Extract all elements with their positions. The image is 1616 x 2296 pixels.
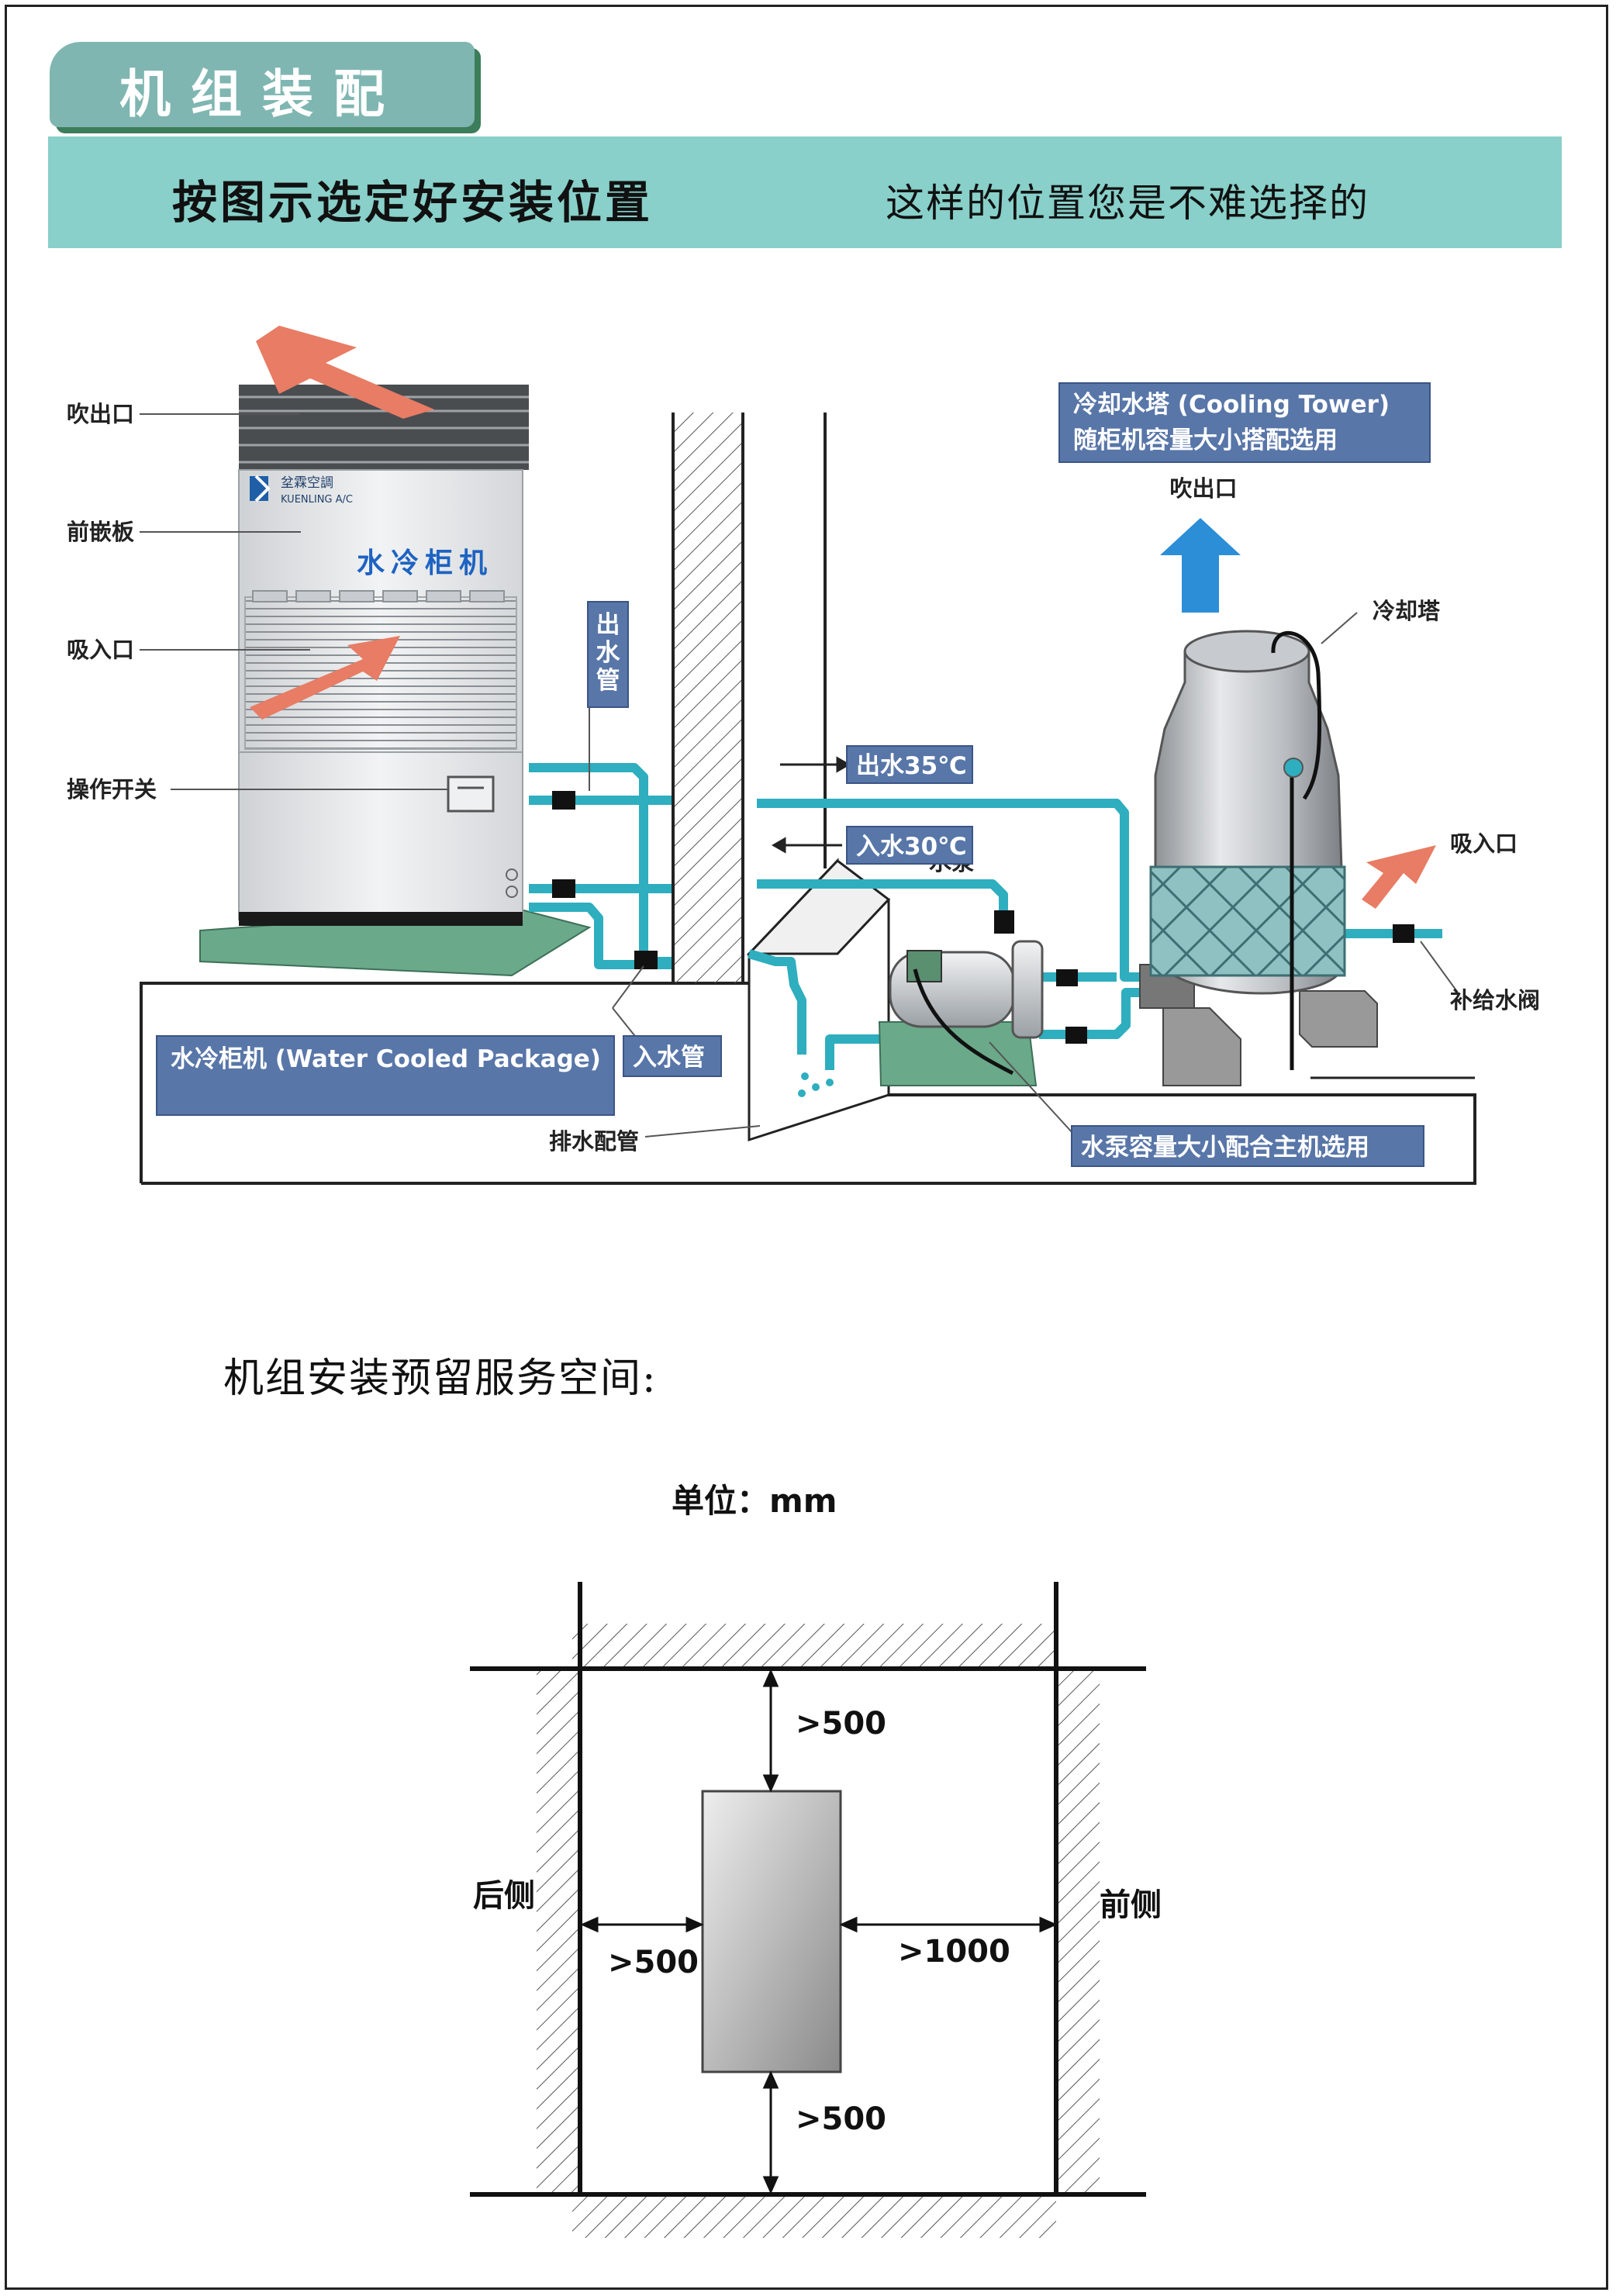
flow-arrows [771,756,851,854]
inlet-airflow-arrow [250,636,400,720]
page-frame [5,5,1608,2290]
label-outlet: 吹出口 [67,401,134,427]
brand-en: KUENLING A/C [281,494,353,506]
label-front-panel: 前嵌板 [67,519,135,545]
outlet-pipe-char-3: 管 [596,667,620,695]
brand-logo [250,475,271,502]
section-title: 机组装配 [119,64,405,124]
water-out-box [846,745,973,784]
ground-outline [140,982,1476,1185]
space-back: >500 [608,1945,699,1980]
front-side-label: 前侧 [1100,1887,1162,1923]
tower-outlet-label: 吹出口 [1169,475,1237,502]
tower-label: 冷却塔 [1373,598,1441,624]
tower-outlet-arrow [1160,518,1241,613]
valve-label: 补给水阀 [1450,987,1540,1013]
outlet-pipe-char-1: 出 [596,611,620,639]
label-inlet: 吸入口 [67,637,134,663]
unit-footprint [701,1790,842,2073]
pump-box-text: 水泵容量大小配合主机选用 [1081,1134,1369,1162]
tower-box-line2: 随柜机容量大小搭配选用 [1073,426,1338,454]
space-top: >500 [796,1706,886,1742]
service-space-diagram: >500 >500 >500 >1000 后侧 前侧 [470,1582,1162,2238]
water-pump: 水泵 [878,849,1044,1086]
water-pipes [529,763,1442,1070]
label-switch: 操作开关 [67,776,157,803]
water-in-label: 入水30℃ [856,833,967,861]
tower-box-line1: 冷却水塔 (Cooling Tower) [1073,391,1390,419]
banner-left-text: 按图示选定好安装位置 [172,176,654,229]
drain-trough [746,858,891,1142]
water-drops [798,1072,834,1097]
outlet-pipe-box [587,601,629,708]
unit-name-box [156,1035,615,1116]
brand-cn: 坌霖空調 [281,475,333,491]
unit-name: 水冷柜机 [357,547,493,579]
tower-inlet-arrow [1362,845,1436,909]
banner-right-text: 这样的位置您是不难选择的 [886,181,1369,226]
pipe-valves [552,791,1414,1044]
service-space-title: 机组安装预留服务空间: [223,1355,658,1402]
operation-switch [447,775,495,813]
unit-name-box-text: 水冷柜机 (Water Cooled Package) [171,1045,601,1073]
inlet-pipe-box [623,1035,722,1077]
tower-box [1058,382,1431,463]
drain-label: 排水配管 [549,1128,639,1155]
pump-box [1071,1125,1424,1167]
cooling-tower [1139,630,1378,1086]
section-tab: 机组装配 [50,42,475,127]
unit-leader-lines [140,413,1459,1138]
inlet-pipe-label: 入水管 [633,1044,705,1072]
space-front: >1000 [898,1934,1010,1970]
water-in-box [846,826,973,865]
water-out-label: 出水35℃ [856,752,967,780]
outlet-airflow-arrow [256,326,434,419]
water-cooled-unit: 坌霖空調 KUENLING A/C 水冷柜机 [238,385,529,926]
unit-of-measure: 单位：mm [672,1482,837,1520]
back-side-label: 后侧 [473,1878,535,1914]
space-bottom: >500 [796,2101,886,2137]
title-banner: 按图示选定好安装位置 这样的位置您是不难选择的 [48,136,1562,248]
building-wall [672,413,827,983]
outlet-pipe-char-2: 水 [596,639,621,667]
tower-inlet-label: 吸入口 [1450,830,1518,857]
